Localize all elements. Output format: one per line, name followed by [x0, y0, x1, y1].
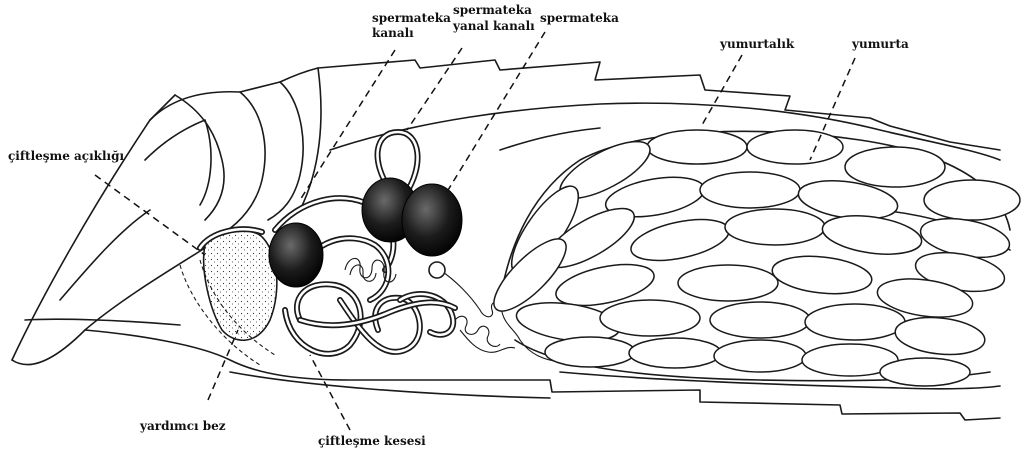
spermatheca-sphere-right: [402, 184, 462, 256]
ovary: [484, 130, 1020, 386]
label-yardimci-bez: yardımcı bez: [139, 419, 226, 433]
label-yumurta: yumurta: [851, 37, 909, 51]
label-spermateka-yanal-line1: spermateka: [453, 3, 532, 17]
leader-yardimci-bez: [208, 330, 238, 400]
spermatheca-sphere-left: [269, 223, 323, 287]
label-spermateka: spermateka: [540, 11, 619, 25]
label-ciftlesme-acikligi: çiftleşme açıklığı: [8, 149, 124, 163]
label-yumurtalik: yumurtalık: [719, 37, 795, 51]
leader-ciftlesme-kesesi: [310, 355, 350, 430]
label-spermateka-kanali-line2: kanalı: [372, 26, 414, 40]
egg-group: [484, 130, 1020, 386]
label-spermateka-yanal-line2: yanal kanalı: [452, 19, 535, 33]
label-spermateka-kanali-line1: spermateka: [372, 11, 451, 25]
accessory-gland: [200, 229, 277, 340]
label-ciftlesme-kesesi: çiftleşme kesesi: [318, 434, 426, 448]
